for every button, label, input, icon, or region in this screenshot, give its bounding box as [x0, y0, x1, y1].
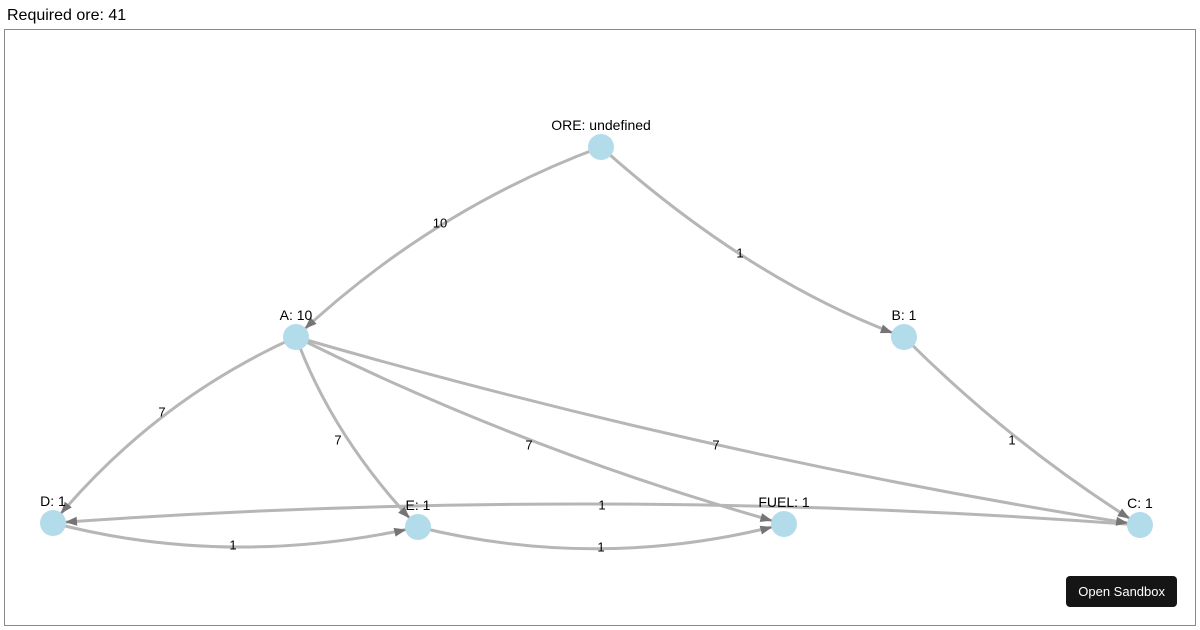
arrowhead-icon: [1117, 508, 1130, 519]
graph-edge-C-D[interactable]: [52, 502, 1141, 527]
graph-node-FUEL[interactable]: [771, 511, 797, 537]
page-title: Required ore: 41: [7, 7, 127, 24]
graph-edge-D-E[interactable]: [52, 521, 419, 549]
graph-edge-A-C[interactable]: [295, 335, 1141, 527]
graph-edge-label-E-FUEL: 1: [597, 540, 604, 555]
node-labels-layer: ORE: undefined A: 10 B: 1 D: 1 E: 1 FUEL: 1 C:…: [40, 117, 1153, 513]
graph-edge-label-ORE-A: 10: [433, 216, 447, 231]
arrowhead-icon: [879, 324, 893, 334]
arrowhead-icon: [60, 501, 72, 514]
nodes-layer: [40, 134, 1153, 540]
edges-layer: [51, 145, 1141, 551]
graph-edge-label-B-C: 1: [1008, 433, 1015, 448]
graph-node-label-ORE: ORE: undefined: [551, 117, 651, 133]
graph-edge-E-FUEL[interactable]: [417, 522, 785, 551]
graph-edge-label-A-E: 7: [334, 433, 341, 448]
graph-edge-label-C-D: 1: [598, 498, 605, 513]
open-sandbox-button[interactable]: Open Sandbox: [1066, 576, 1177, 607]
arrowhead-icon: [64, 516, 78, 526]
network-canvas[interactable]: 10 1 7 7 7 7 1 1 1 1 ORE: undefined A: 10 B: 1 D: 1 E:…: [4, 29, 1196, 626]
arrowhead-icon: [759, 525, 773, 535]
graph-edge-label-ORE-B: 1: [736, 246, 743, 261]
graph-node-A[interactable]: [283, 324, 309, 350]
graph-edge-ORE-A[interactable]: [294, 145, 602, 339]
graph-node-E[interactable]: [405, 514, 431, 540]
graph-node-ORE[interactable]: [588, 134, 614, 160]
graph-edge-A-D[interactable]: [51, 335, 297, 524]
graph-node-label-E: E: 1: [406, 497, 431, 513]
graph-node-label-C: C: 1: [1127, 495, 1153, 511]
graph-node-C[interactable]: [1127, 512, 1153, 538]
edge-labels-layer: 10 1 7 7 7 7 1 1 1 1: [158, 216, 1015, 555]
arrowhead-icon: [759, 513, 773, 522]
graph-edge-label-A-FUEL: 7: [525, 438, 532, 453]
graph-edge-ORE-B[interactable]: [600, 145, 905, 339]
arrowhead-icon: [398, 506, 410, 519]
arrowhead-icon: [393, 527, 407, 537]
graph-edge-label-D-E: 1: [229, 538, 236, 553]
graph-edge-label-A-D: 7: [158, 405, 165, 420]
graph-node-label-D: D: 1: [40, 493, 66, 509]
graph-edge-B-C[interactable]: [902, 335, 1141, 527]
graph-svg[interactable]: 10 1 7 7 7 7 1 1 1 1 ORE: undefined A: 10 B: 1 D: 1 E:…: [5, 30, 1195, 625]
graph-edge-label-A-C: 7: [712, 438, 719, 453]
graph-edge-A-E[interactable]: [294, 336, 420, 529]
graph-edge-A-FUEL[interactable]: [295, 335, 785, 526]
graph-node-label-FUEL: FUEL: 1: [758, 494, 810, 510]
arrowhead-icon: [304, 317, 317, 329]
graph-node-label-A: A: 10: [280, 307, 313, 323]
arrowheads-layer: [60, 317, 1130, 537]
arrowhead-icon: [1115, 516, 1129, 526]
graph-node-D[interactable]: [40, 510, 66, 536]
graph-node-B[interactable]: [891, 324, 917, 350]
graph-node-label-B: B: 1: [892, 307, 917, 323]
